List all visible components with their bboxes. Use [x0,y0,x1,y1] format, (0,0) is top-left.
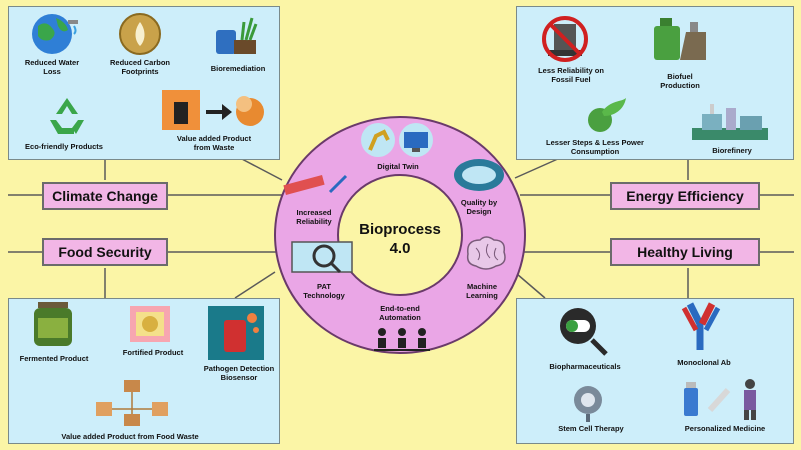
bioremediation-icon [216,17,258,54]
fermented-caption: Fermented Product [19,354,89,363]
eco-friendly-caption: Eco-friendly Products [25,142,103,151]
pat-technology-icon [291,241,353,274]
stem-cell-caption: Stem Cell Therapy [558,424,624,433]
food-security-label: Food Security [42,238,168,266]
recycle-icon [50,98,84,134]
monoclonal-caption: Monoclonal Ab [677,358,731,367]
green-energy-icon [588,98,626,132]
fortified-product-icon [130,306,170,342]
biofuel-icon [654,18,706,60]
digital-twin-icon [361,123,433,157]
biopharma-caption: Biopharmaceuticals [549,362,621,371]
bioremediation-caption: Bioremediation [210,64,266,73]
pathogen-biosensor-icon [208,306,264,360]
energy-efficiency-label: Energy Efficiency [610,182,760,210]
stem-cell-icon [574,386,602,422]
healthy-living-label: Healthy Living [610,238,760,266]
fortified-caption: Fortified Product [122,348,184,357]
biorefinery-caption: Biorefinery [712,146,752,155]
food-waste-cycle-icon [96,380,168,426]
no-fossil-fuel-icon [542,16,588,62]
personalized-caption: Personalized Medicine [684,424,766,433]
antibody-icon [681,302,721,350]
personalized-medicine-icon [684,379,756,420]
brain-icon [466,236,506,270]
biorefinery-icon [692,104,768,140]
value-food-caption: Value added Product from Food Waste [61,432,199,441]
carbon-footprint-icon [119,13,161,55]
quality-design-icon [454,159,504,191]
fermented-jar-icon [34,302,72,346]
digital-twin-label: Digital Twin [377,162,419,171]
automation-people-icon [374,328,430,351]
globe-water-icon [32,14,78,54]
reliability-icon [283,174,348,196]
waste-to-product-icon [162,90,264,130]
climate-change-label: Climate Change [42,182,168,210]
capsule-magnifier-icon [560,308,608,356]
